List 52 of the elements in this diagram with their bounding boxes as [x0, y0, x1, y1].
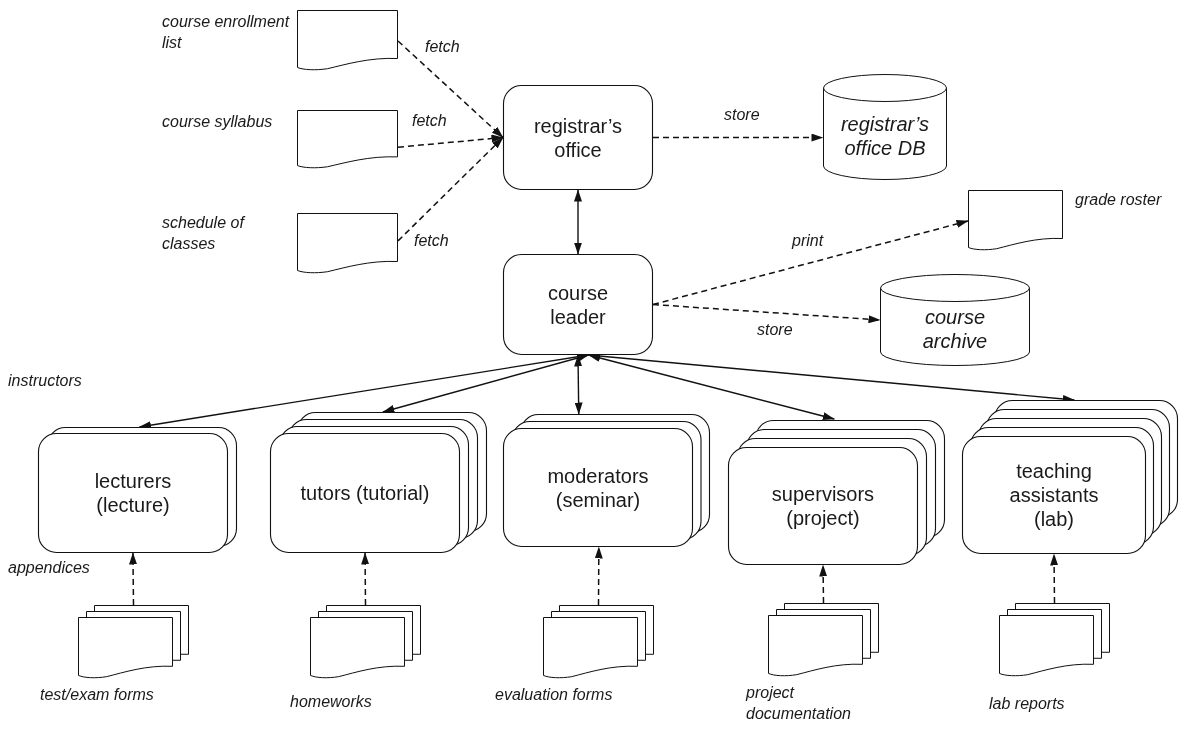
rounded-box	[503, 254, 653, 355]
dashed-arrow	[594, 546, 603, 606]
document-caption: schedule of classes	[162, 213, 247, 254]
node-label: moderators (seminar)	[546, 463, 650, 512]
node-label: registrar’s office DB	[839, 112, 931, 160]
document-stack	[543, 605, 654, 680]
dashed-arrow	[652, 133, 824, 142]
document-shape	[297, 213, 398, 275]
document-shape	[297, 10, 398, 72]
document-stack	[310, 605, 421, 680]
document-caption: lab reports	[989, 694, 1066, 714]
dashed-arrow	[397, 134, 504, 148]
dashed-arrow	[361, 552, 370, 606]
stacked-rounded-box	[38, 427, 237, 553]
document-shape	[297, 110, 398, 170]
dashed-arrow	[819, 564, 828, 604]
node-label: teaching assistants (lab)	[1008, 459, 1100, 531]
database-cylinder	[880, 274, 1030, 366]
dashed-arrow	[397, 136, 504, 242]
node-label: supervisors (project)	[770, 482, 876, 530]
document-caption: test/exam forms	[40, 685, 155, 705]
stacked-rounded-box	[962, 400, 1178, 554]
document-stack	[768, 603, 879, 678]
document-caption: course enrollment list	[162, 12, 291, 53]
document-shape	[968, 190, 1063, 252]
document-caption: grade roster	[1075, 190, 1163, 210]
rounded-box	[503, 85, 653, 190]
stacked-rounded-box	[270, 412, 487, 553]
node-label: lecturers (lecture)	[93, 469, 173, 517]
document-caption: homeworks	[290, 692, 373, 712]
stacked-rounded-box	[503, 414, 710, 547]
dashed-arrow	[129, 552, 138, 606]
dashed-arrow	[652, 303, 881, 324]
node-label: course leader	[547, 280, 609, 329]
database-cylinder	[823, 74, 947, 180]
stacked-rounded-box	[728, 419, 945, 565]
node-label: course archive	[921, 305, 989, 353]
document-caption: evaluation forms	[495, 685, 614, 705]
dashed-arrow	[652, 220, 969, 306]
edge-label: print	[790, 232, 826, 250]
group-label: instructors	[8, 372, 82, 390]
document-stack	[78, 605, 189, 680]
group-label: appendices	[8, 559, 90, 577]
dashed-arrow	[1050, 553, 1059, 604]
document-caption: course syllabus	[162, 112, 274, 132]
document-stack	[999, 603, 1110, 678]
document-caption: project documentation	[746, 683, 852, 724]
arrow	[574, 189, 582, 255]
arrow	[382, 354, 590, 413]
node-label: tutors (tutorial)	[300, 481, 430, 505]
dashed-arrow	[397, 40, 504, 139]
node-label: registrar’s office	[532, 113, 624, 162]
